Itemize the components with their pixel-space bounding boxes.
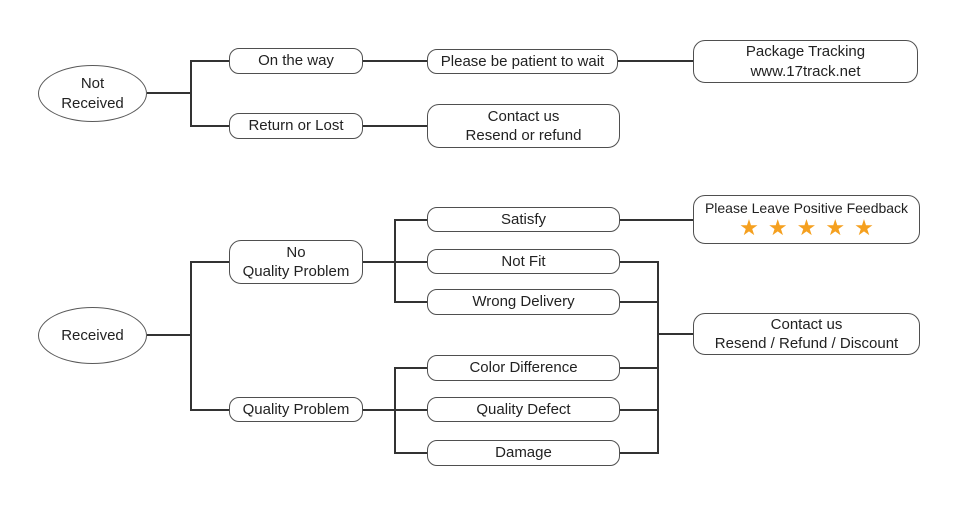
connector-quality-defect-out [620, 409, 657, 411]
connector-not-received-branch [190, 60, 192, 127]
star-icon: ★ [854, 215, 874, 241]
connector-nqp-branch [394, 219, 396, 303]
node-positive-feedback: Please Leave Positive Feedback ★ ★ ★ ★ ★ [693, 195, 920, 244]
connector-to-on-the-way [190, 60, 229, 62]
connector-lost-to-contact [363, 125, 427, 127]
star-icon: ★ [739, 215, 759, 241]
connector-not-fit-out [620, 261, 657, 263]
node-please-be-patient: Please be patient to wait [427, 49, 618, 74]
star-rating: ★ ★ ★ ★ ★ [739, 215, 874, 241]
connector-to-wrong-delivery [394, 301, 427, 303]
node-color-difference: Color Difference [427, 355, 620, 381]
node-not-fit: Not Fit [427, 249, 620, 274]
node-quality-defect: Quality Defect [427, 397, 620, 422]
connector-wait-to-tracking [618, 60, 693, 62]
connector-not-received-out [147, 92, 190, 94]
node-satisfy: Satisfy [427, 207, 620, 232]
connector-on-the-way-to-wait [363, 60, 427, 62]
node-contact-resend-refund: Contact us Resend or refund [427, 104, 620, 148]
connector-to-contact-discount [657, 333, 693, 335]
connector-wrong-delivery-out [620, 301, 657, 303]
connector-damage-out [620, 452, 657, 454]
node-return-or-lost: Return or Lost [229, 113, 363, 139]
connector-received-out [147, 334, 190, 336]
connector-to-quality-problem [190, 409, 229, 411]
connector-merge-rail [657, 261, 659, 454]
connector-to-no-quality-problem [190, 261, 229, 263]
ellipse-not-received: Not Received [38, 65, 147, 122]
node-package-tracking: Package Tracking www.17track.net [693, 40, 918, 83]
node-wrong-delivery: Wrong Delivery [427, 289, 620, 315]
star-icon: ★ [796, 215, 817, 241]
connector-qp-branch [394, 367, 396, 454]
connector-to-satisfy [394, 219, 427, 221]
connector-received-branch [190, 261, 192, 411]
node-quality-problem: Quality Problem [229, 397, 363, 422]
connector-to-color-difference [394, 367, 427, 369]
node-damage: Damage [427, 440, 620, 466]
node-no-quality-problem: No Quality Problem [229, 240, 363, 284]
feedback-title: Please Leave Positive Feedback [704, 199, 909, 216]
connector-to-return-or-lost [190, 125, 229, 127]
connector-to-damage [394, 452, 427, 454]
connector-color-difference-out [620, 367, 657, 369]
ellipse-received: Received [38, 307, 147, 364]
star-icon: ★ [825, 215, 846, 241]
star-icon: ★ [767, 215, 788, 241]
connector-satisfy-to-feedback [620, 219, 693, 221]
node-on-the-way: On the way [229, 48, 363, 74]
node-contact-discount: Contact us Resend / Refund / Discount [693, 313, 920, 355]
